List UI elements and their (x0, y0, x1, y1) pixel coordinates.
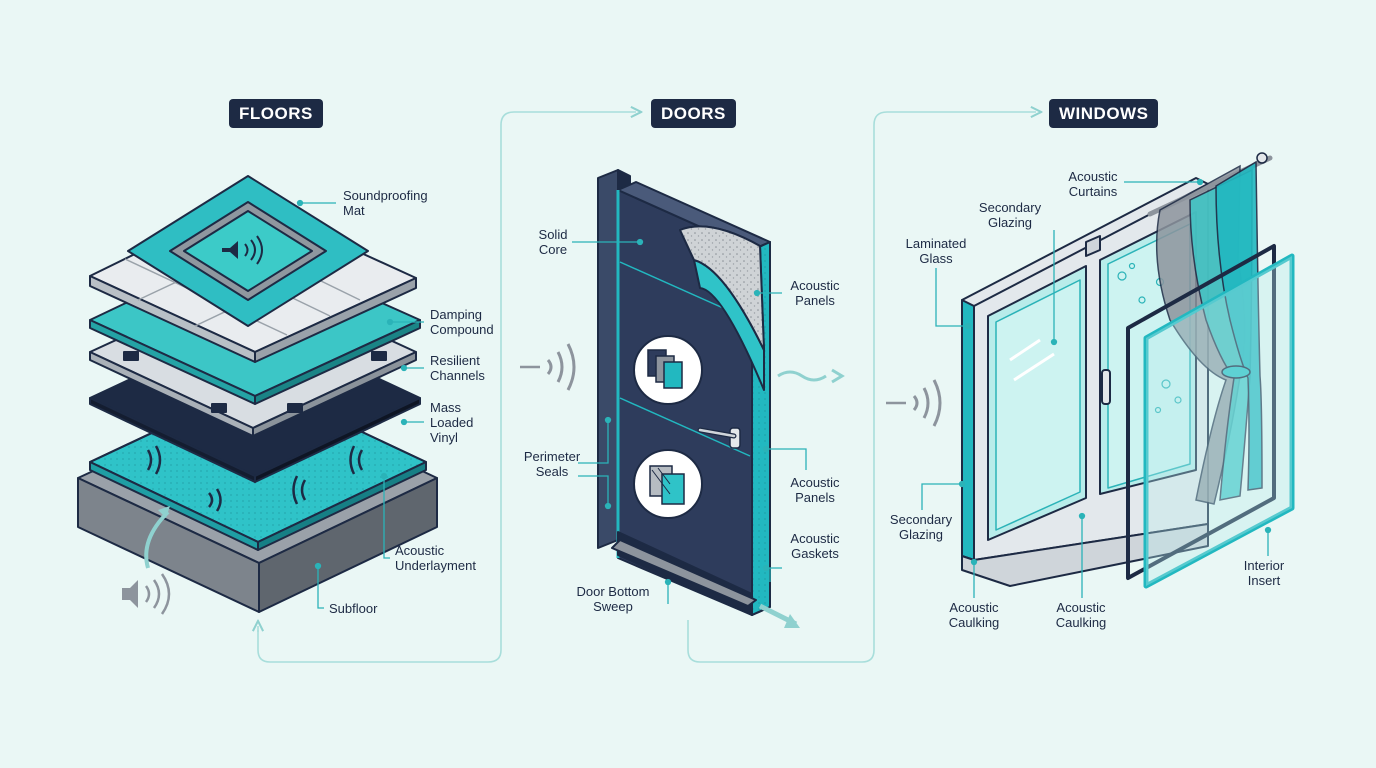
sound-wave-marks (146, 445, 364, 512)
label-soundproofing-mat: Soundproofing Mat (343, 188, 428, 218)
label-laminated-glass: Laminated Glass (905, 236, 967, 266)
flow-arrow-floors-to-doors (257, 112, 636, 663)
label-solid-core: Solid Core (538, 227, 568, 257)
label-acoustic-caulking-right: Acoustic Caulking (1055, 600, 1107, 630)
label-resilient-channels: Resilient Channels (430, 353, 485, 383)
leader-lines (296, 178, 1272, 609)
label-secondary-glazing-top: Secondary Glazing (978, 200, 1042, 230)
flow-connectors (257, 112, 1036, 663)
acoustic-panel-badge-icon (633, 335, 703, 405)
label-door-bottom-sweep: Door Bottom Sweep (576, 584, 650, 614)
label-secondary-glazing-bottom: Secondary Glazing (889, 512, 953, 542)
perimeter-seal-badge-icon (633, 449, 703, 519)
label-acoustic-underlayment: Acoustic Underlayment (395, 543, 476, 573)
floor-layer-stack (77, 175, 438, 613)
soundproofing-mat-layer (127, 175, 369, 327)
label-perimeter-seals: Perimeter Seals (523, 449, 581, 479)
label-subfloor: Subfloor (329, 601, 378, 616)
door-transmitted-wave (758, 368, 845, 628)
label-acoustic-caulking-left: Acoustic Caulking (948, 600, 1000, 630)
label-acoustic-gaskets: Acoustic Gaskets (790, 531, 840, 561)
interior-insert-frame (1126, 244, 1295, 589)
label-damping-compound: Damping Compound (430, 307, 494, 337)
flow-arrow-doors-to-windows (687, 112, 1036, 663)
floors-section-title: FLOORS (229, 99, 323, 128)
speaker-icon (222, 235, 263, 265)
window-sound-wave-icon (886, 379, 942, 427)
door-handle-icon (697, 427, 741, 449)
label-acoustic-curtains: Acoustic Curtains (1068, 169, 1118, 199)
label-interior-insert: Interior Insert (1243, 558, 1285, 588)
sound-source-icon (122, 506, 171, 615)
doors-section-title: DOORS (651, 99, 736, 128)
label-acoustic-panels-bottom: Acoustic Panels (790, 475, 840, 505)
label-mass-loaded-vinyl: Mass Loaded Vinyl (430, 400, 474, 445)
door-sound-wave-icon (520, 343, 576, 391)
label-acoustic-panels-top: Acoustic Panels (790, 278, 840, 308)
windows-section-title: WINDOWS (1049, 99, 1159, 128)
